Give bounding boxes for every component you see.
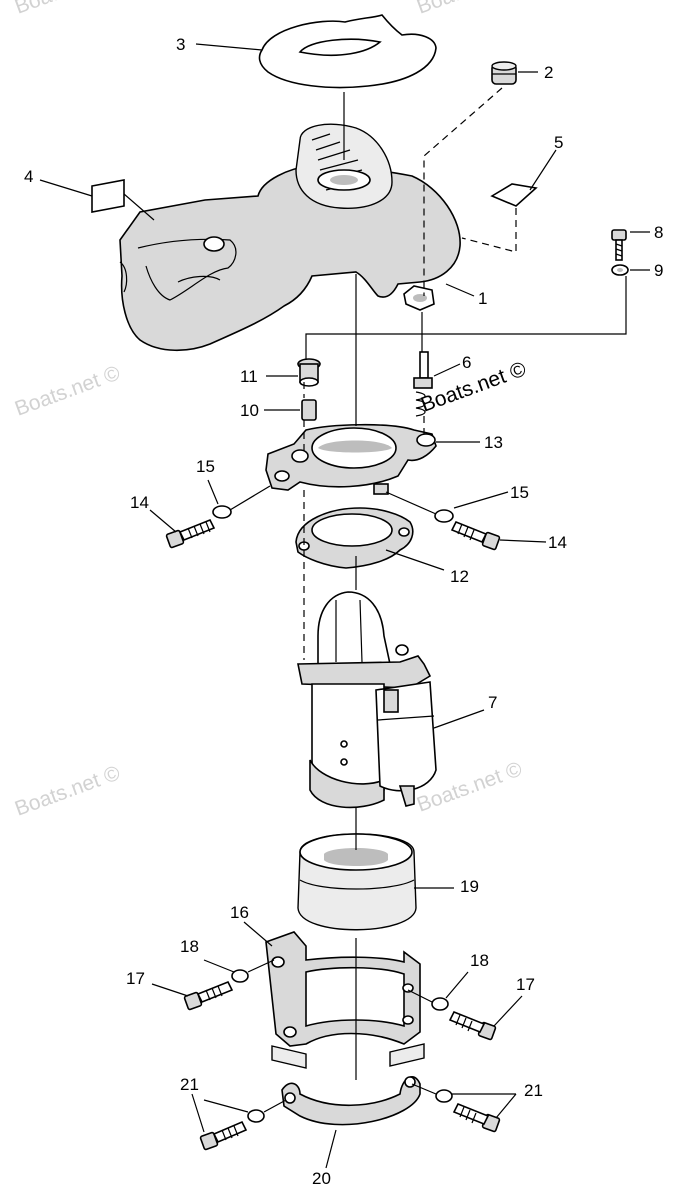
label-part-4 — [91, 179, 125, 213]
assembly-centerline — [343, 92, 357, 1080]
callout-label: 10 — [240, 401, 259, 420]
callout-label: 20 — [312, 1169, 331, 1188]
alignment-line — [407, 989, 433, 1003]
alignment-line — [423, 87, 503, 296]
callout-label: 19 — [460, 877, 479, 896]
watermark: Boats.net © — [12, 0, 124, 19]
watermark: Boats.net © — [414, 0, 526, 19]
pad-part-5 — [490, 183, 538, 207]
washer-part-18 — [431, 997, 449, 1011]
callout-label: 12 — [450, 567, 469, 586]
callout-label: 6 — [462, 353, 471, 372]
stud-part-6 — [413, 351, 433, 417]
callout-label: 18 — [180, 937, 199, 956]
bolt-part-14 — [165, 518, 216, 549]
bushing-part-11 — [297, 358, 321, 387]
callout-label: 16 — [230, 903, 249, 922]
callout-label: 8 — [654, 223, 663, 242]
washer-part-21 — [247, 1109, 265, 1123]
callout-label: 14 — [548, 533, 567, 552]
bolt-part-14 — [450, 520, 501, 551]
watermark: Boats.net © — [12, 761, 124, 820]
alignment-line — [305, 276, 627, 360]
callout-label: 17 — [516, 975, 535, 994]
callout-label: 11 — [240, 367, 258, 386]
alignment-line — [461, 208, 517, 253]
seal-part-3 — [258, 14, 437, 89]
bolt-part-8 — [611, 229, 627, 261]
washer-part-15 — [212, 505, 232, 519]
callout-label: 7 — [488, 693, 497, 712]
washer-part-21 — [435, 1089, 453, 1103]
alignment-line — [229, 485, 271, 511]
alignment-line — [263, 1099, 287, 1113]
grommet-part-2 — [491, 61, 517, 85]
starter-motor-part-7 — [297, 591, 437, 809]
callout-label: 18 — [470, 951, 489, 970]
washer-part-18 — [231, 969, 249, 983]
callout-label: 21 — [180, 1075, 199, 1094]
callout-label: 14 — [130, 493, 149, 512]
callout-label: 1 — [478, 289, 487, 308]
gasket-part-12 — [295, 507, 414, 569]
bolt-part-21 — [199, 1120, 248, 1151]
washer-part-15 — [434, 509, 454, 523]
callout-leaders — [39, 43, 650, 1169]
strap-bracket-part-16 — [265, 931, 425, 1069]
callout-label: 15 — [510, 483, 529, 502]
callout-label: 2 — [544, 63, 553, 82]
alignment-line — [247, 959, 275, 973]
callout-label: 15 — [196, 457, 215, 476]
strap-part-20 — [281, 1076, 421, 1126]
starter-cover-part-1 — [119, 123, 461, 352]
callout-label: 21 — [524, 1081, 543, 1100]
bracket-part-13 — [265, 423, 437, 495]
alignment-line — [411, 1083, 437, 1095]
bolt-part-21 — [452, 1102, 501, 1133]
watermark: Boats.net © — [12, 361, 124, 420]
callout-label: 5 — [554, 133, 563, 152]
sleeve-part-10 — [301, 399, 317, 421]
callout-label: 9 — [654, 261, 663, 280]
bolt-part-17 — [448, 1010, 497, 1041]
callout-label: 13 — [484, 433, 503, 452]
watermark: Boats.net © — [418, 357, 530, 416]
callout-label: 3 — [176, 35, 185, 54]
bolt-part-17 — [183, 980, 234, 1011]
alignment-line — [385, 491, 437, 515]
callout-label: 17 — [126, 969, 145, 988]
callout-label: 4 — [24, 167, 33, 186]
foam-ring-part-19 — [297, 833, 417, 931]
